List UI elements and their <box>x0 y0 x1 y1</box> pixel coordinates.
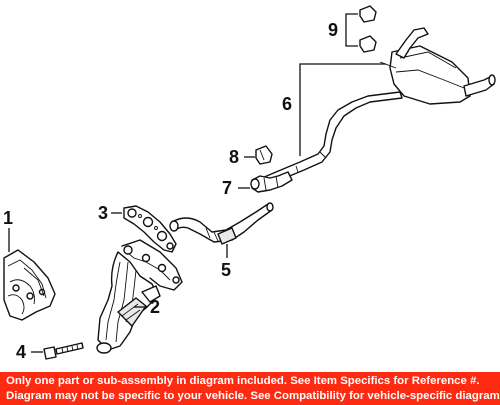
part-6-muffler-assembly <box>261 27 496 187</box>
callout-2: 2 <box>134 297 160 317</box>
callout-8: 8 <box>229 147 255 167</box>
part-4-stud-bolt <box>43 342 84 360</box>
callout-5: 5 <box>221 244 231 280</box>
callout-3: 3 <box>98 203 122 223</box>
callout-3-label: 3 <box>98 203 108 223</box>
disclaimer-line-1: Only one part or sub-assembly in diagram… <box>6 375 480 387</box>
callout-1-label: 1 <box>3 208 13 228</box>
callout-2-label: 2 <box>150 297 160 317</box>
part-1-heat-shield <box>3 249 56 321</box>
callout-6-label: 6 <box>282 94 292 114</box>
callout-7: 7 <box>222 178 250 198</box>
callout-7-label: 7 <box>222 178 232 198</box>
callout-1: 1 <box>3 208 13 252</box>
callout-9: 9 <box>328 13 358 47</box>
disclaimer-banner: Only one part or sub-assembly in diagram… <box>0 372 500 405</box>
part-3-manifold-gasket <box>123 205 177 253</box>
callout-6: 6 <box>282 63 386 156</box>
callout-4-label: 4 <box>16 342 26 362</box>
callout-5-label: 5 <box>221 260 231 280</box>
callout-8-label: 8 <box>229 147 239 167</box>
part-5-front-pipe <box>169 202 274 245</box>
part-9-hangers <box>359 5 377 53</box>
callout-4: 4 <box>16 342 43 362</box>
callout-9-label: 9 <box>328 20 338 40</box>
part-8-insulator <box>255 145 273 165</box>
disclaimer-line-2: Diagram may not be specific to your vehi… <box>6 390 500 402</box>
part-7-pipe-flange <box>250 171 293 193</box>
exhaust-parts-diagram: 1 2 3 <box>3 5 496 362</box>
part-2-exhaust-manifold <box>96 239 183 354</box>
